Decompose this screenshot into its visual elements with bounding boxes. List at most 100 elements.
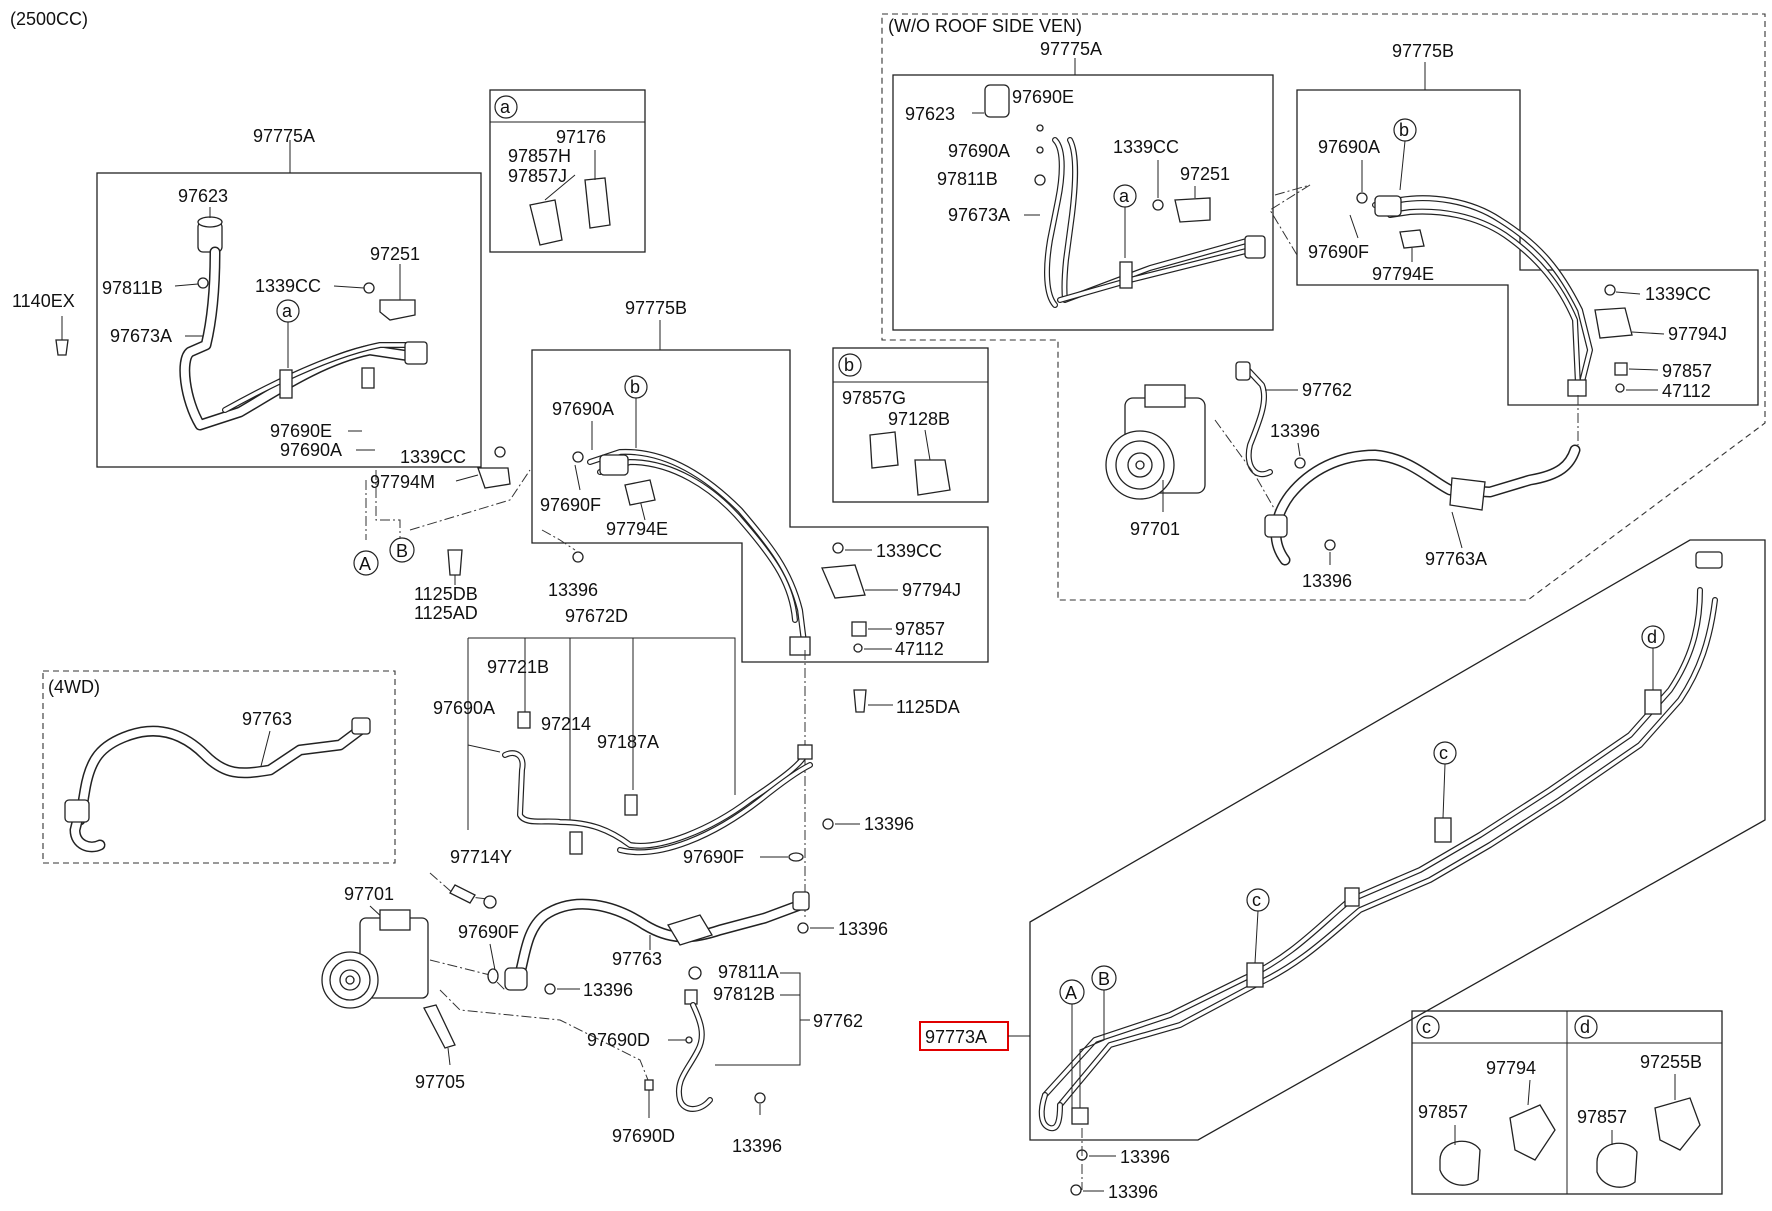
inset-a-box xyxy=(489,89,646,253)
part-label-97811B[interactable]: 97811B xyxy=(102,278,163,298)
part-label-1339CC-right-b[interactable]: 1339CC xyxy=(1645,284,1711,304)
part-label-97775A-left[interactable]: 97775A xyxy=(253,126,315,146)
part-label-13396-c[interactable]: 13396 xyxy=(838,919,888,939)
left-97775A-box xyxy=(96,172,482,468)
part-label-97775A-right[interactable]: 97775A xyxy=(1040,39,1102,59)
ref-label-B-left: B xyxy=(396,541,408,561)
part-label-97690F-right[interactable]: 97690F xyxy=(1308,242,1369,262)
fitting-icon-mid xyxy=(599,454,629,476)
part-label-97690F-a[interactable]: 97690F xyxy=(540,495,601,515)
part-label-97701-right[interactable]: 97701 xyxy=(1130,519,1180,539)
part-label-97763-lower[interactable]: 97763 xyxy=(612,949,662,969)
part-label-97690F-c[interactable]: 97690F xyxy=(458,922,519,942)
part-label-97690D-b[interactable]: 97690D xyxy=(612,1126,675,1146)
part-label-97690A-b[interactable]: 97690A xyxy=(552,399,614,419)
part-label-13396-a[interactable]: 13396 xyxy=(548,580,598,600)
part-label-97128B[interactable]: 97128B xyxy=(888,409,950,429)
part-label-1339CC-right[interactable]: 1339CC xyxy=(1113,137,1179,157)
part-label-97255B[interactable]: 97255B xyxy=(1640,1052,1702,1072)
o-ring-icon-r3 xyxy=(1356,192,1368,204)
part-label-47112-right[interactable]: 47112 xyxy=(1662,381,1711,401)
clip-icon xyxy=(361,367,375,389)
ref-label-d: d xyxy=(1647,627,1657,647)
part-label-1125DA[interactable]: 1125DA xyxy=(896,697,960,717)
part-label-97775B-mid[interactable]: 97775B xyxy=(625,298,687,318)
part-label-97794M[interactable]: 97794M xyxy=(370,472,435,492)
part-label-1339CC-b[interactable]: 1339CC xyxy=(400,447,466,467)
part-label-97857-d[interactable]: 97857 xyxy=(1577,1107,1627,1127)
part-label-1125AD[interactable]: 1125AD xyxy=(414,603,478,623)
ref-circle-B-left xyxy=(389,537,415,563)
part-label-1140EX[interactable]: 1140EX xyxy=(12,291,75,311)
clip-icon-d xyxy=(1644,689,1662,715)
part-label-97775B-right[interactable]: 97775B xyxy=(1392,41,1454,61)
part-label-1339CC-a[interactable]: 1339CC xyxy=(255,276,321,296)
part-label-97705[interactable]: 97705 xyxy=(415,1072,465,1092)
part-label-97690F-b[interactable]: 97690F xyxy=(683,847,744,867)
part-label-97176[interactable]: 97176 xyxy=(556,127,606,147)
bolt-icon xyxy=(55,339,69,356)
part-label-97857G[interactable]: 97857G xyxy=(842,388,906,408)
part-label-97690A-c[interactable]: 97690A xyxy=(433,698,495,718)
variant-engine-label: (2500CC) xyxy=(10,9,88,29)
part-label-97812B[interactable]: 97812B xyxy=(713,984,775,1004)
part-label-13396-rb-b[interactable]: 13396 xyxy=(1108,1182,1158,1202)
part-label-97251-a[interactable]: 97251 xyxy=(370,244,420,264)
part-label-13396-right-b[interactable]: 13396 xyxy=(1302,571,1352,591)
part-label-13396-b[interactable]: 13396 xyxy=(864,814,914,834)
grommet-icon-97857 xyxy=(851,621,867,637)
nut-icon-r2 xyxy=(1152,199,1164,211)
ref-circle-A-left xyxy=(353,550,379,576)
part-label-97794J-a[interactable]: 97794J xyxy=(902,580,961,600)
part-label-13396-e[interactable]: 13396 xyxy=(732,1136,782,1156)
part-label-97623[interactable]: 97623 xyxy=(178,186,228,206)
part-label-97857-right[interactable]: 97857 xyxy=(1662,361,1712,381)
compressor-lower-group: 97714Y 97701 97690F 97763 13396 978 xyxy=(321,847,863,1156)
part-label-13396-rb-a[interactable]: 13396 xyxy=(1120,1147,1170,1167)
part-label-97714Y[interactable]: 97714Y xyxy=(450,847,512,867)
part-label-97690D-a[interactable]: 97690D xyxy=(587,1030,650,1050)
part-label-97690A-right[interactable]: 97690A xyxy=(948,141,1010,161)
part-label-97763-4wd[interactable]: 97763 xyxy=(242,709,292,729)
part-label-97214[interactable]: 97214 xyxy=(541,714,591,734)
receiver-drier-icon xyxy=(197,216,223,253)
part-label-1339CC-c[interactable]: 1339CC xyxy=(876,541,942,561)
part-label-97857-a[interactable]: 97857 xyxy=(895,619,945,639)
part-label-97794E-right[interactable]: 97794E xyxy=(1372,264,1434,284)
part-label-97673A[interactable]: 97673A xyxy=(110,326,172,346)
part-label-97811B-right[interactable]: 97811B xyxy=(937,169,998,189)
part-label-97251-right[interactable]: 97251 xyxy=(1180,164,1230,184)
inset-cd: c 97794 97857 d 97255B 97857 xyxy=(1411,1010,1723,1195)
part-label-97763A[interactable]: 97763A xyxy=(1425,549,1487,569)
part-label-97811A[interactable]: 97811A xyxy=(718,962,779,982)
o-ring-icon-r1 xyxy=(1036,124,1044,132)
part-label-97794[interactable]: 97794 xyxy=(1486,1058,1536,1078)
part-label-97773A[interactable]: 97773A xyxy=(925,1027,987,1047)
part-label-97690A-right-b[interactable]: 97690A xyxy=(1318,137,1380,157)
part-label-97857J[interactable]: 97857J xyxy=(508,166,567,186)
part-label-97762-right[interactable]: 97762 xyxy=(1302,380,1352,400)
part-label-97794J-right[interactable]: 97794J xyxy=(1668,324,1727,344)
part-label-97701-lower[interactable]: 97701 xyxy=(344,884,394,904)
inset-a-label: a xyxy=(500,97,511,117)
part-label-13396-right-a[interactable]: 13396 xyxy=(1270,421,1320,441)
part-label-97623-right[interactable]: 97623 xyxy=(905,104,955,124)
part-label-97690E-a[interactable]: 97690E xyxy=(270,421,332,441)
part-label-97690A-a[interactable]: 97690A xyxy=(280,440,342,460)
part-label-1125DB[interactable]: 1125DB xyxy=(414,584,478,604)
part-label-97672D[interactable]: 97672D xyxy=(565,606,628,626)
left-97775A-group: 97775A 97623 97811B 1339CC 97251 97673A … xyxy=(96,126,482,468)
part-label-13396-d[interactable]: 13396 xyxy=(583,980,633,1000)
bracket-icon-r1 xyxy=(1174,197,1211,223)
part-label-97690E-right[interactable]: 97690E xyxy=(1012,87,1074,107)
part-label-97762-lower[interactable]: 97762 xyxy=(813,1011,863,1031)
part-label-97857-c[interactable]: 97857 xyxy=(1418,1102,1468,1122)
part-label-97187A[interactable]: 97187A xyxy=(597,732,659,752)
part-label-97857H[interactable]: 97857H xyxy=(508,146,571,166)
fitting-icon-r1 xyxy=(1244,235,1266,259)
part-label-97794E-a[interactable]: 97794E xyxy=(606,519,668,539)
part-label-97673A-right[interactable]: 97673A xyxy=(948,205,1010,225)
clamp-icon xyxy=(279,369,293,399)
part-label-97721B[interactable]: 97721B xyxy=(487,657,549,677)
part-label-47112-a[interactable]: 47112 xyxy=(895,639,944,659)
